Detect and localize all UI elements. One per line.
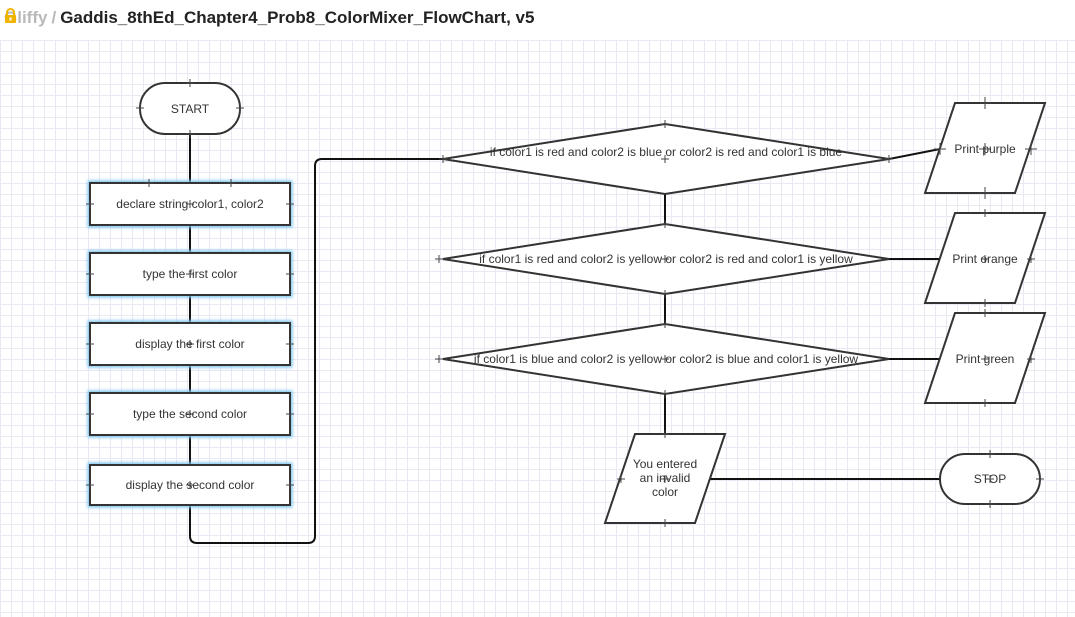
handle-cross bbox=[986, 450, 1044, 508]
decision-label: if color1 is red and color2 is blue or c… bbox=[490, 145, 843, 159]
handle-cross bbox=[981, 209, 1035, 307]
connector-to-purple bbox=[888, 148, 941, 160]
breadcrumb-separator: / bbox=[51, 8, 57, 27]
start-terminal[interactable]: START bbox=[139, 82, 241, 135]
start-label: START bbox=[171, 102, 210, 116]
document-header: Gliffy/Gaddis_8thEd_Chapter4_Prob8_Color… bbox=[0, 0, 1075, 40]
connection-handles bbox=[86, 79, 1044, 527]
document-title: Gaddis_8thEd_Chapter4_Prob8_ColorMixer_F… bbox=[60, 8, 535, 27]
handle-cross bbox=[136, 79, 244, 138]
handle-cross bbox=[439, 120, 893, 163]
output-label-line-1: You entered bbox=[633, 457, 697, 471]
handle-cross bbox=[617, 430, 669, 527]
handle-cross bbox=[435, 320, 669, 398]
handle-cross bbox=[86, 340, 294, 348]
handle-cross bbox=[86, 179, 294, 208]
handle-cross bbox=[86, 270, 294, 278]
handle-cross bbox=[934, 97, 1037, 199]
handle-cross bbox=[981, 309, 1035, 407]
handle-cross bbox=[435, 220, 669, 298]
handle-cross bbox=[86, 410, 294, 418]
document-title-bar: Gliffy/Gaddis_8thEd_Chapter4_Prob8_Color… bbox=[4, 8, 539, 28]
handle-cross bbox=[86, 481, 294, 489]
connector-to-decision-1 bbox=[189, 158, 443, 544]
output-label-line-3: color bbox=[652, 485, 678, 499]
connectors bbox=[189, 134, 950, 544]
